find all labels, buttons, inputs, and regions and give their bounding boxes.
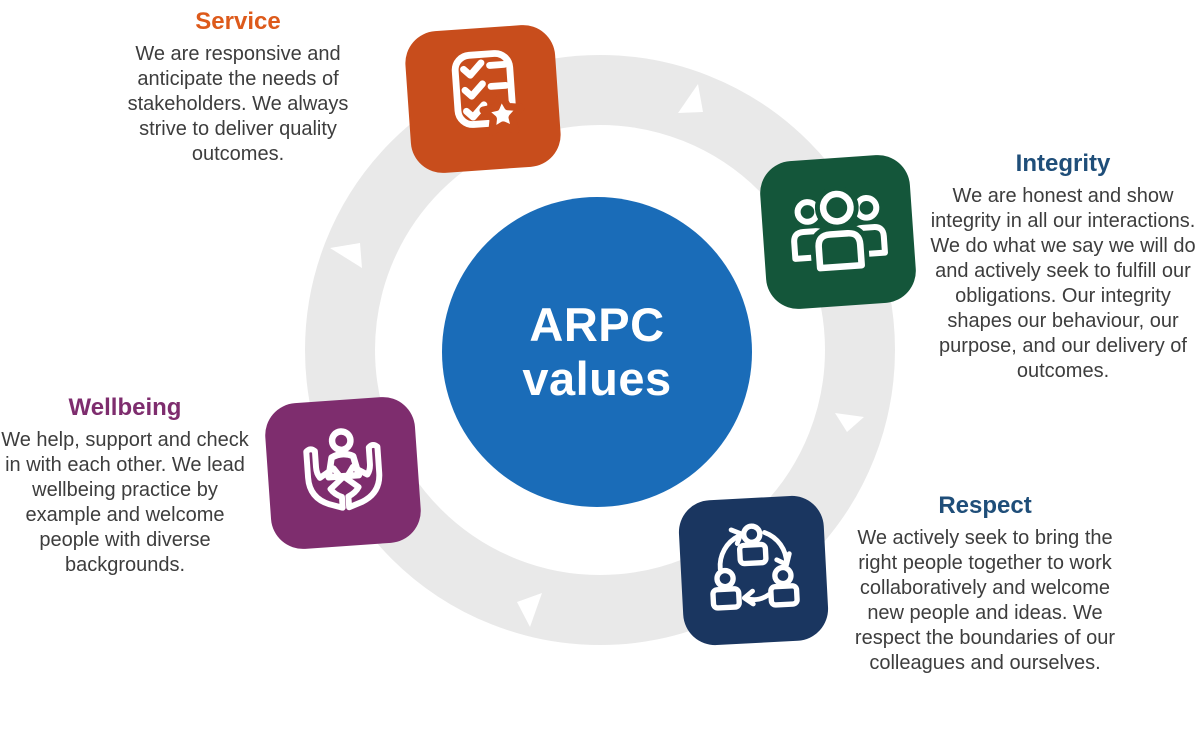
wellbeing-tile: [263, 394, 423, 552]
respect-description: We actively seek to bring the right peop…: [854, 527, 1116, 674]
wellbeing-description: We help, support and check in with each …: [1, 429, 249, 576]
ring-track: [305, 55, 895, 645]
integrity-description: We are honest and show integrity in all …: [930, 185, 1196, 382]
center-circle: ARPC values: [442, 197, 752, 507]
ring-arrow-right: [835, 413, 864, 432]
checklist-star-icon: [451, 50, 525, 137]
caring-hands-icon: [302, 428, 382, 511]
respect-section: Respect We actively seek to bring the ri…: [840, 492, 1130, 676]
integrity-heading: Integrity: [1015, 150, 1111, 177]
service-heading: Service: [195, 8, 281, 35]
ring-arrow-bottom: [517, 593, 542, 627]
wellbeing-heading: Wellbeing: [68, 394, 182, 421]
ring-arrow-left: [330, 243, 362, 268]
integrity-tile: [758, 152, 918, 312]
title-line-2: values: [522, 352, 672, 405]
respect-tile: [677, 494, 830, 647]
ring-arrow-top: [678, 84, 703, 113]
integrity-section: Integrity We are honest and show integri…: [925, 150, 1200, 384]
service-section: Service We are responsive and anticipate…: [113, 8, 363, 167]
people-group-icon: [790, 186, 888, 277]
service-tile: [403, 22, 563, 176]
respect-heading: Respect: [938, 492, 1032, 519]
wellbeing-section: Wellbeing We help, support and check in …: [0, 394, 250, 578]
service-description: We are responsive and anticipate the nee…: [127, 43, 349, 165]
title-line-1: ARPC: [529, 298, 665, 351]
people-cycle-icon: [710, 523, 800, 611]
